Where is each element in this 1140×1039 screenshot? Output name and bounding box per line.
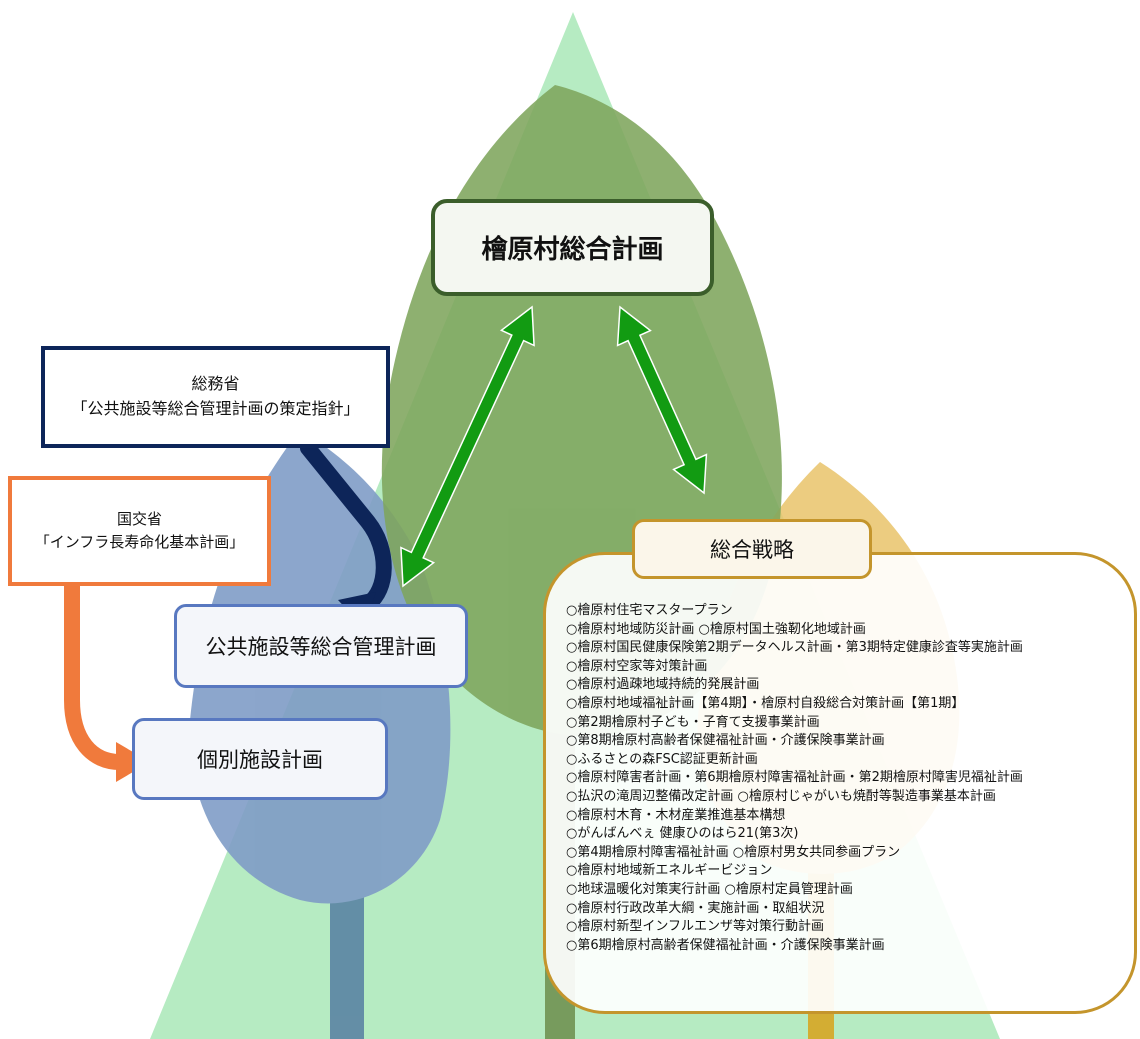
public-facility-plan-label: 公共施設等総合管理計画 xyxy=(205,635,437,659)
individual-facility-plan-box: 個別施設計画 xyxy=(132,718,388,800)
main-plan-box: 檜原村総合計画 xyxy=(431,199,714,296)
strategy-plan-item: ○地球温暖化対策実行計画 ○檜原村定員管理計画 xyxy=(566,881,853,897)
strategy-plan-item: ○ふるさとの森FSC認証更新計画 xyxy=(566,751,758,767)
strategy-plan-item: ○檜原村行政改革大綱・実施計画・取組状況 xyxy=(566,900,825,916)
kokkosho-plan: 「インフラ長寿命化基本計画」 xyxy=(34,533,245,551)
strategy-plan-item: ○檜原村住宅マスタープラン xyxy=(566,603,733,618)
strategy-plan-item: ○檜原村地域新エネルギービジョン xyxy=(566,863,773,879)
strategy-plan-item: ○檜原村国民健康保険第2期データヘルス計画・第3期特定健康診査等実施計画 xyxy=(566,640,1023,656)
strategy-plan-item: ○檜原村障害者計画・第6期檜原村障害福祉計画・第2期檜原村障害児福祉計画 xyxy=(566,770,1023,786)
individual-facility-plan-label: 個別施設計画 xyxy=(197,748,323,772)
strategy-plan-item: ○がんばんべぇ 健康ひのはら21(第3次) xyxy=(566,826,799,842)
strategy-title: 総合戦略 xyxy=(710,538,794,562)
arrow-kokkosho-to-individual-plan xyxy=(64,578,128,770)
strategy-plan-item: ○檜原村木育・木材産業推進基本構想 xyxy=(566,807,786,823)
strategy-plan-item: ○第4期檜原村障害福祉計画 ○檜原村男女共同参画プラン xyxy=(566,844,901,860)
somusho-ministry: 総務省 xyxy=(191,374,240,394)
strategy-plan-item: ○檜原村地域福祉計画【第4期】・檜原村自殺総合対策計画【第1期】 xyxy=(566,695,965,711)
connectors xyxy=(64,305,708,782)
main-plan-label: 檜原村総合計画 xyxy=(481,235,664,265)
kokkosho-plan-box: 国交省 「インフラ長寿命化基本計画」 xyxy=(8,476,271,586)
strategy-plan-item: ○第8期檜原村高齢者保健福祉計画・介護保険事業計画 xyxy=(566,733,885,749)
arrow-main-to-public-plan xyxy=(400,305,535,588)
strategy-title-box: 総合戦略 xyxy=(632,519,872,579)
strategy-plan-item: ○第6期檜原村高齢者保健福祉計画・介護保険事業計画 xyxy=(566,937,885,953)
arrow-somusho-to-public-plan xyxy=(300,440,392,612)
strategy-plan-item: ○檜原村地域防災計画 ○檜原村国土強靭化地域計画 xyxy=(566,621,866,637)
public-facility-plan-box: 公共施設等総合管理計画 xyxy=(174,604,468,688)
strategy-plan-item: ○檜原村空家等対策計画 xyxy=(566,658,708,674)
arrow-main-to-strategy xyxy=(616,305,708,495)
somusho-guideline: 「公共施設等総合管理計画の策定指針」 xyxy=(71,399,360,418)
somusho-guideline-box: 総務省 「公共施設等総合管理計画の策定指針」 xyxy=(41,346,390,448)
strategy-plan-item: ○第2期檜原村子ども・子育て支援事業計画 xyxy=(566,714,820,730)
strategy-plan-list: ○檜原村住宅マスタープラン ○檜原村地域防災計画 ○檜原村国土強靭化地域計画 ○檜原… xyxy=(566,602,1126,955)
kokkosho-ministry: 国交省 xyxy=(116,509,162,528)
strategy-plan-item: ○払沢の滝周辺整備改定計画 ○檜原村じゃがいも焼酎等製造事業基本計画 xyxy=(566,788,996,804)
strategy-plan-item: ○檜原村新型インフルエンザ等対策行動計画 xyxy=(566,919,824,935)
strategy-plan-item: ○檜原村過疎地域持続的発展計画 xyxy=(566,677,760,693)
strategy-panel xyxy=(543,552,1137,1014)
